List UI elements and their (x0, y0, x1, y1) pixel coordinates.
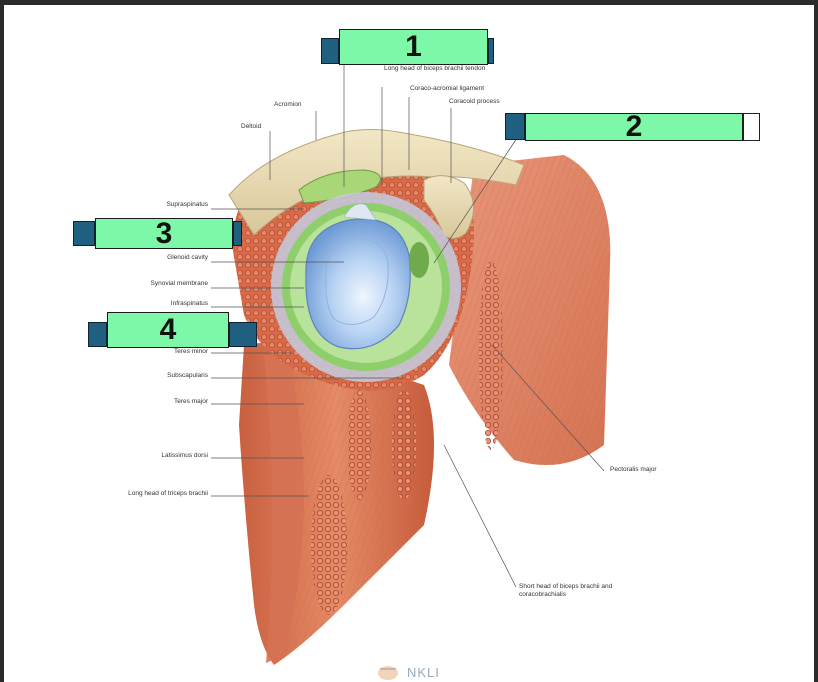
label-teres-minor: Teres minor (174, 348, 208, 355)
label-teres-major: Teres major (174, 398, 208, 405)
label-deltoid: Deltoid (241, 123, 262, 130)
answer-box-3[interactable]: 3 (95, 217, 233, 250)
answer-1-handle[interactable] (321, 38, 339, 64)
label-supraspinatus: Supraspinatus (166, 201, 208, 208)
answer-box-4[interactable]: 4 (107, 312, 229, 348)
answer-1-end (488, 38, 494, 64)
label-coracoid: Coracoid process (449, 98, 500, 105)
leader-lines (211, 65, 605, 588)
answer-4-end (229, 322, 257, 347)
label-glenoid: Glenoid cavity (167, 254, 208, 261)
answer-2-end (743, 113, 760, 141)
label-pectoralis: Pectoralis major (610, 466, 657, 473)
label-synovial: Synovial membrane (150, 280, 208, 287)
label-short-head-biceps: Short head of biceps brachii and coracob… (519, 583, 613, 598)
label-long-head-biceps: Long head of biceps brachii tendon (384, 65, 486, 72)
watermark: NKLI (407, 665, 440, 680)
diagram-page: Long head of biceps brachii tendon Corac… (4, 5, 814, 682)
answer-4-handle[interactable] (88, 322, 107, 347)
answer-3-handle[interactable] (73, 221, 95, 246)
label-long-head-triceps: Long head of triceps brachii (128, 490, 208, 497)
answer-box-2[interactable]: 2 (525, 110, 743, 143)
label-infraspinatus: Infraspinatus (170, 300, 208, 307)
answer-2-handle[interactable] (505, 113, 525, 140)
shoulder-illustration (211, 65, 611, 665)
label-latissimus: Latissimus dorsi (161, 452, 208, 459)
label-subscapularis: Subscapularis (167, 372, 208, 379)
label-coraco-acromial: Coraco-acromial ligament (410, 85, 485, 92)
label-acromion: Acromion (274, 101, 302, 108)
answer-box-1[interactable]: 1 (339, 29, 488, 65)
watermark-logo-icon (378, 666, 398, 680)
answer-3-end (233, 221, 242, 246)
